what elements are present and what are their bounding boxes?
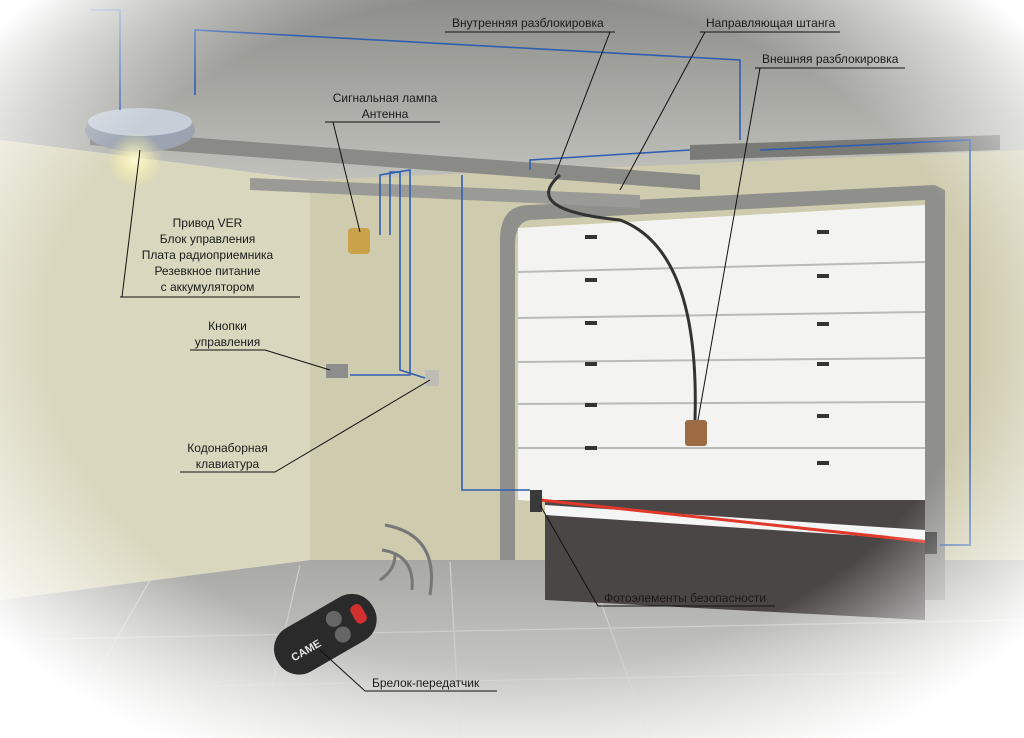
- antenna-line: Антенна: [361, 107, 409, 121]
- label-signal-lamp: Сигнальная лампа Антенна: [320, 90, 450, 122]
- remote-transmitter: CAME: [273, 593, 377, 675]
- label-control-buttons: Кнопки управления: [185, 318, 270, 350]
- label-drive-unit: Привод VER Блок управления Плата радиопр…: [120, 215, 295, 295]
- label-internal-release: Внутренняя разблокировка: [452, 16, 604, 30]
- label-remote: Брелок-передатчик: [372, 676, 480, 690]
- label-guide-rail: Направляющая штанга: [706, 16, 836, 30]
- label-external-release: Внешняя разблокировка: [762, 52, 899, 66]
- label-keypad: Кодонаборная клавиатура: [175, 440, 280, 472]
- signal-lamp-line: Сигнальная лампа: [332, 91, 438, 105]
- drive-unit-line: с аккумулятором: [160, 280, 255, 294]
- control-buttons-line: Кнопки: [208, 319, 247, 333]
- keypad-line: Кодонаборная: [187, 441, 268, 455]
- leader-lines: [120, 31, 905, 692]
- control-buttons-line: управления: [194, 335, 261, 349]
- drive-unit-line: Привод VER: [172, 216, 243, 230]
- label-photocells: Фотоэлементы безопасности: [604, 591, 766, 605]
- drive-unit-line: Блок управления: [159, 232, 256, 246]
- drive-unit-line: Резевкное питание: [154, 264, 261, 278]
- keypad-line: клавиатура: [195, 457, 260, 471]
- drive-unit-line: Плата радиоприемника: [141, 248, 274, 262]
